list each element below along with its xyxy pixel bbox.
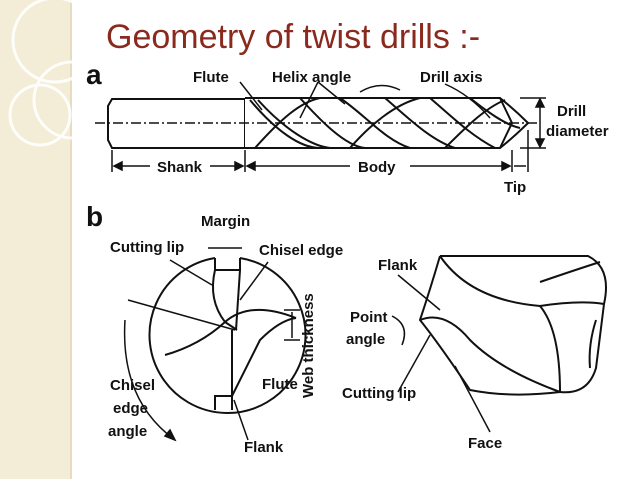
slide-sidebar [0, 0, 70, 479]
label-tip: Tip [504, 179, 526, 196]
slide-title: Geometry of twist drills :- [106, 18, 481, 56]
drill-end-view [148, 257, 307, 414]
length-dimensions [111, 130, 529, 172]
diameter-dimension [520, 97, 546, 149]
part-b-side-leaders [391, 274, 491, 433]
label-edge: edge [113, 400, 148, 417]
label-flank-side: Flank [378, 257, 418, 274]
sidebar-decoration [8, 0, 112, 147]
part-a-leaders [239, 81, 491, 119]
label-chisel: Chisel [110, 377, 155, 394]
panel-b-label: b [86, 201, 103, 232]
label-cutting-lip-end: Cutting lip [110, 239, 184, 256]
panel-a-label: a [86, 59, 102, 90]
label-point: Point [350, 309, 388, 326]
label-flute-b: Flute [262, 376, 298, 393]
label-point-angle: angle [346, 331, 385, 348]
label-diameter: diameter [546, 123, 609, 140]
label-chisel-edge: Chisel edge [259, 242, 343, 259]
part-b-leaders [123, 247, 300, 442]
label-drill: Drill [557, 103, 586, 120]
label-cutting-lip-side: Cutting lip [342, 385, 416, 402]
label-drill-axis: Drill axis [420, 69, 483, 86]
drill-point-view [418, 255, 607, 396]
label-web-thickness: Web thickness [300, 293, 317, 398]
label-body: Body [358, 159, 396, 176]
label-edge-angle: angle [108, 423, 147, 440]
label-shank: Shank [157, 159, 203, 176]
sidebar-divider [70, 0, 72, 479]
label-face: Face [468, 435, 502, 452]
label-flute-a: Flute [193, 69, 229, 86]
label-flank-b: Flank [244, 439, 284, 456]
label-margin: Margin [201, 213, 250, 230]
label-helix-angle: Helix angle [272, 69, 351, 86]
